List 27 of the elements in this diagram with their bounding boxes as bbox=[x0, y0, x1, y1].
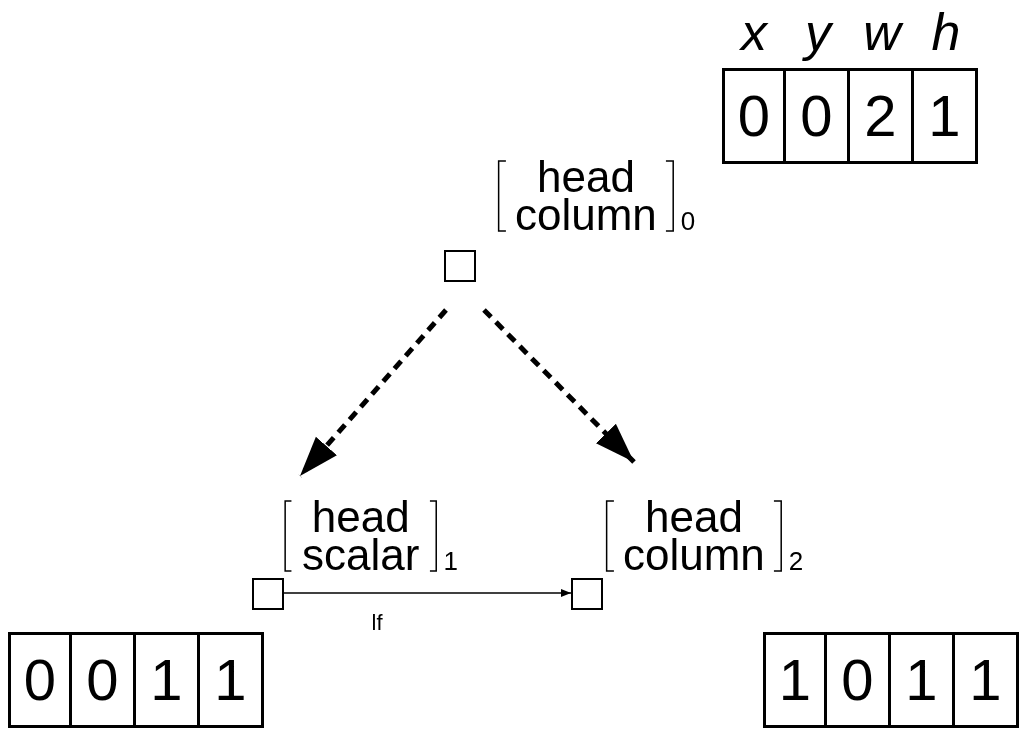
arrow bbox=[283, 589, 572, 597]
bit-cell: 1 bbox=[133, 632, 200, 728]
arrow bbox=[482, 308, 636, 464]
feature-matrix: head column bbox=[603, 498, 785, 574]
node-square bbox=[252, 578, 284, 610]
node-square bbox=[571, 578, 603, 610]
bit-cell: 1 bbox=[763, 632, 827, 728]
bit-cell: 1 bbox=[888, 632, 955, 728]
bit-cell: 1 bbox=[911, 68, 978, 164]
subscript-index: 1 bbox=[443, 548, 458, 574]
bit-cell: 1 bbox=[952, 632, 1019, 728]
bit-cell: 0 bbox=[783, 68, 850, 164]
feature-matrix: head scalar bbox=[282, 498, 440, 574]
column-header: x bbox=[738, 6, 769, 58]
node-square bbox=[444, 250, 476, 282]
subscript-index: 0 bbox=[680, 208, 696, 234]
feature-matrix: head column bbox=[495, 158, 677, 234]
bit-cell: 0 bbox=[69, 632, 136, 728]
arrow bbox=[298, 308, 448, 478]
bit-cell: 0 bbox=[8, 632, 72, 728]
bit-cell: 1 bbox=[197, 632, 264, 728]
bit-cell: 0 bbox=[722, 68, 786, 164]
bit-cell: 0 bbox=[824, 632, 891, 728]
column-header: w bbox=[850, 6, 914, 58]
column-header: h bbox=[930, 6, 962, 58]
subscript-index: 2 bbox=[788, 548, 804, 574]
bit-cell: 2 bbox=[847, 68, 914, 164]
